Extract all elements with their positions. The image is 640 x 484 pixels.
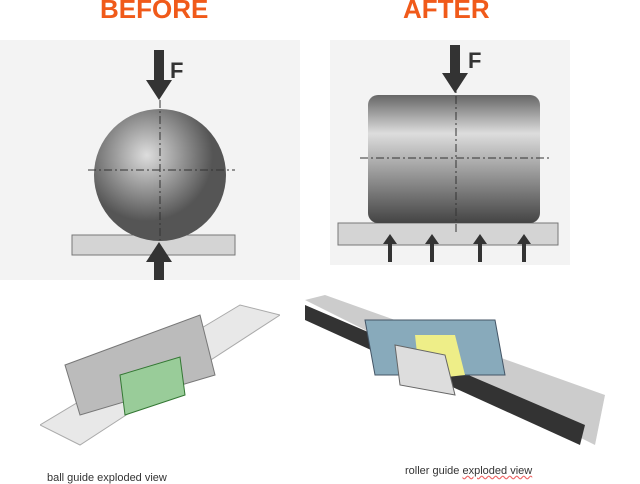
roller-guide-caption: roller guide exploded view bbox=[405, 465, 533, 477]
ball-guide-image bbox=[40, 304, 280, 446]
force-label: F bbox=[170, 58, 183, 83]
roller-guide-image bbox=[305, 295, 605, 445]
svg-text:F: F bbox=[468, 48, 481, 73]
ball-diagram: F bbox=[0, 40, 300, 280]
ball-guide-caption: ball guide exploded view bbox=[47, 472, 167, 484]
roller-diagram: F bbox=[330, 40, 570, 265]
after-title: AFTER bbox=[403, 0, 490, 24]
before-title: BEFORE bbox=[100, 0, 209, 24]
